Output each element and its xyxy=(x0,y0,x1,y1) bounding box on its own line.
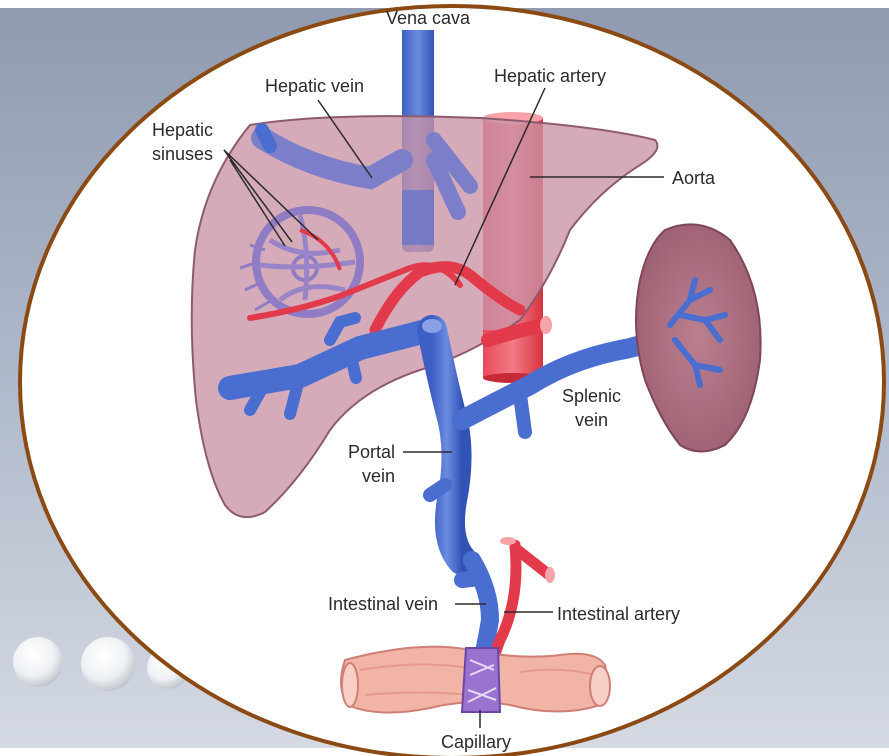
label-hepatic-sinuses-line2: sinuses xyxy=(152,144,213,164)
intestine-right-end xyxy=(590,666,610,706)
hepatic-vein-stub xyxy=(262,130,270,146)
capillary-bed xyxy=(462,648,500,712)
portal-side-branch xyxy=(430,485,445,495)
decor-ball-1 xyxy=(13,637,63,687)
label-intestinal-artery: Intestinal artery xyxy=(557,604,680,624)
label-splenic-vein-line2: vein xyxy=(575,410,608,430)
label-aorta: Aorta xyxy=(672,168,716,188)
label-portal-vein-line2: vein xyxy=(362,466,395,486)
artery-top-end xyxy=(500,537,516,545)
portal-vein-top xyxy=(422,319,442,333)
label-hepatic-vein: Hepatic vein xyxy=(265,76,364,96)
label-hepatic-sinuses-line1: Hepatic xyxy=(152,120,213,140)
label-vena-cava: Vena cava xyxy=(386,8,471,28)
label-portal-vein-line1: Portal xyxy=(348,442,395,462)
vena-cava-behind-liver xyxy=(402,190,434,245)
splenic-vein-branch xyxy=(520,395,525,432)
label-splenic-vein-line1: Splenic xyxy=(562,386,621,406)
celiac-end xyxy=(540,316,552,334)
intestinal-vein-stub xyxy=(462,578,480,580)
label-hepatic-artery: Hepatic artery xyxy=(494,66,606,86)
label-intestinal-vein: Intestinal vein xyxy=(328,594,438,614)
intestine-left-end xyxy=(342,663,358,707)
label-capillary: Capillary xyxy=(441,732,511,752)
artery-branch-end xyxy=(545,567,555,583)
decor-ball-2 xyxy=(81,637,135,691)
